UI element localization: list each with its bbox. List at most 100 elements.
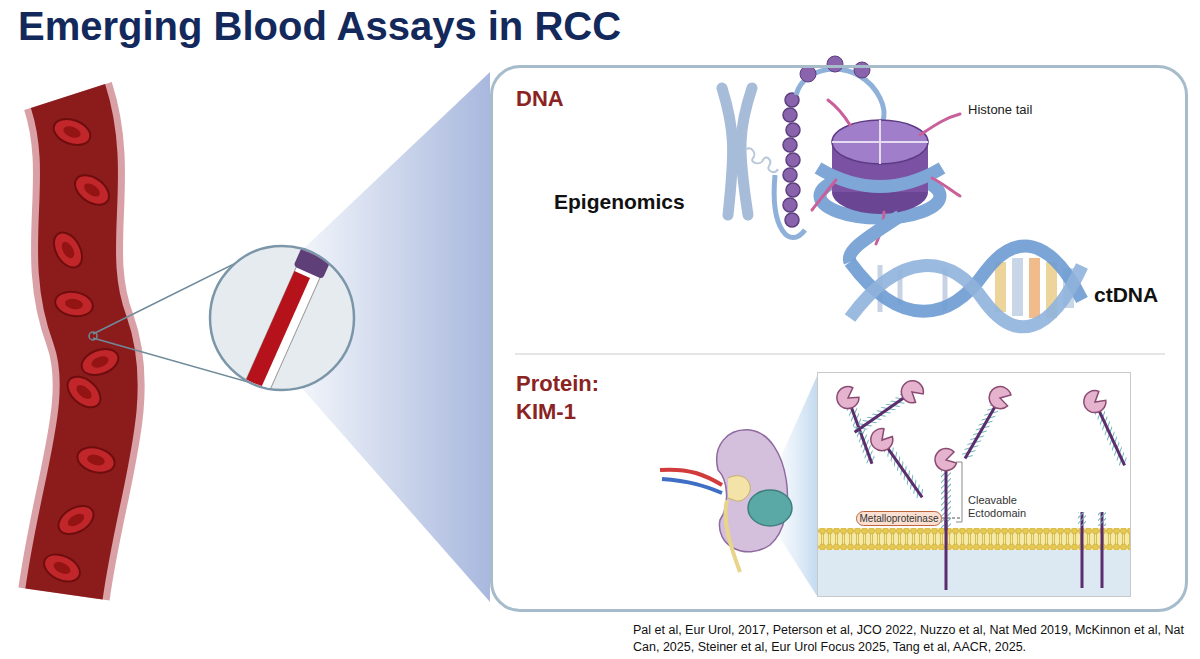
nucleosome-bead [827,56,843,72]
red-cell-center [52,560,73,577]
red-cell [53,289,95,319]
base-pair [878,265,883,312]
chromatin-strand [745,148,778,172]
red-cell [62,371,107,414]
red-cell [54,500,99,540]
slide-title: Emerging Blood Assays in RCC [18,2,918,50]
zoom-spot [89,332,97,340]
red-cell-center [59,240,77,261]
topic-label: ctDNA [1094,283,1184,307]
dna-strand [850,266,1082,327]
dna-wrap [820,174,940,218]
red-cell-center [74,382,94,401]
reference-caption: Pal et al, Eur Urol, 2017, Peterson et a… [633,622,1195,656]
histone-tail-line [812,180,836,210]
base-pair [1046,262,1057,318]
solenoid-fiber [783,93,800,227]
section-divider [515,353,1165,355]
chromatid [741,88,752,215]
base-pairs [880,258,1074,318]
histone-tails [812,100,960,244]
dna-strand [796,69,884,140]
base-pair [1012,258,1023,316]
red-cell [48,228,88,273]
red-cell-center [64,298,83,311]
base-pair [1063,268,1074,308]
cell-membrane [818,528,1130,550]
red-cell [70,169,115,210]
histone-tail-line [876,212,884,244]
bead [786,183,800,197]
tube-cap-top [307,232,336,252]
bead [783,138,797,152]
histone-tail-line [828,100,850,125]
section-heading: Protein: KIM-1 [516,370,631,425]
kim1-ectodomain [834,384,882,468]
red-cell-center [86,453,106,467]
red-cell [40,549,85,587]
base-pair [943,268,948,310]
red-cell-center [62,124,82,140]
part-label: Histone tail [968,103,1088,118]
renal-pelvis [728,476,750,501]
chromatid [722,88,733,215]
kidney [717,430,788,552]
base-pair [1029,258,1040,318]
histone-tail-line [920,114,960,135]
histone-core [832,142,928,192]
protein-inset: Cleavable EctodomainMetalloproteinase [817,372,1131,597]
renal-tumor [748,490,792,526]
red-cell [78,344,122,380]
cleavage-line [942,518,962,519]
base-pair [995,262,1006,312]
red-cell-center [82,181,102,200]
red-cell-center [90,354,110,370]
tube-body [232,266,321,423]
kim1-anchor [945,520,948,590]
bead [785,213,799,227]
red-cell [50,114,94,150]
kim1-ectodomain [956,383,1015,464]
renal-artery [660,470,722,485]
ectodomain-bracket [956,462,962,522]
zoom-glow [776,376,817,596]
blood-cells [40,114,122,587]
cytoplasm [818,550,1130,596]
section-heading: DNA [516,86,636,111]
histone-seam [879,120,881,164]
red-cell-center [66,511,87,529]
histone-seam [832,141,928,143]
histone-top [832,120,928,164]
inset-fill [817,372,1131,597]
enzyme-tag: Metalloproteinase [856,511,942,526]
base-pair [898,270,903,305]
tube-blood [233,271,310,415]
bead [783,198,797,212]
dna-strand [849,216,900,262]
kim1-ectodomain [848,376,927,440]
kim1-ectodomain [866,425,930,504]
panel-fill [490,65,1188,612]
bead [783,108,797,122]
dna-wrap [818,168,942,187]
nucleosome-bead [800,66,816,82]
chromatin-strand [774,175,805,238]
enzyme-name: Metalloproteinase [857,512,941,525]
kim1-stub [1101,512,1104,588]
kim1-ectodomain [1080,387,1134,470]
kim1-stub [1078,512,1086,526]
assay-panel: DNAHistone tailEpigenomicsctDNAProtein: … [490,65,1188,612]
kim1-stub [1098,512,1106,526]
red-cell [75,443,118,476]
renal-vein [662,479,722,493]
bead [786,153,800,167]
part-label: Cleavable Ectodomain [968,494,1048,520]
kim1-stub [1081,512,1084,588]
histone-core [832,170,928,214]
bead [785,93,799,107]
ureter [725,500,740,572]
blood-tube [229,231,338,423]
